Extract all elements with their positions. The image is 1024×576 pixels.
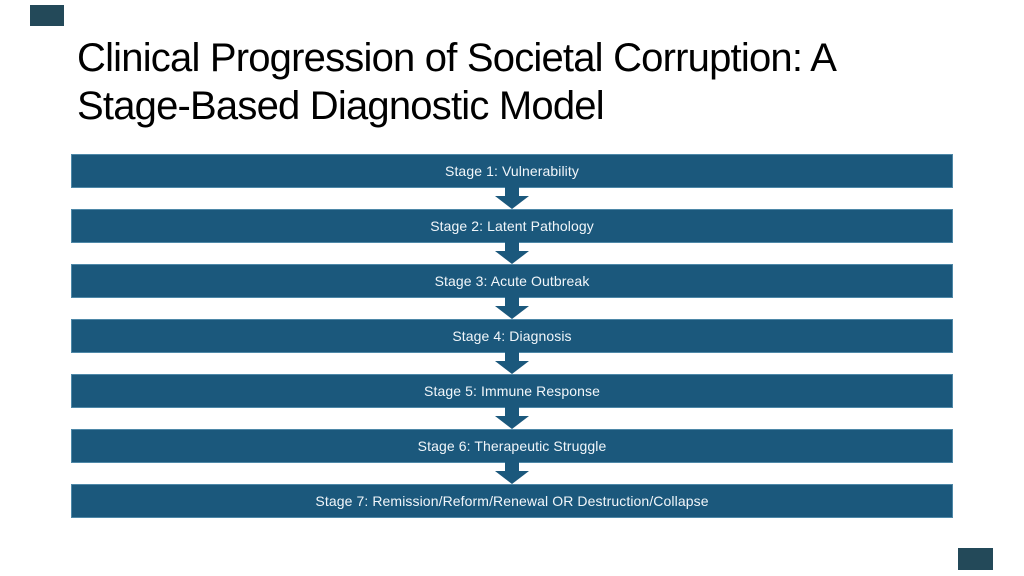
down-arrow-icon	[495, 407, 529, 429]
slide-title-line-2: Stage-Based Diagnostic Model	[77, 84, 605, 128]
stage-row: Stage 5: Immune Response	[71, 374, 953, 429]
stage-bar-label: Stage 7: Remission/Reform/Renewal OR Des…	[315, 493, 709, 509]
stage-bar-7: Stage 7: Remission/Reform/Renewal OR Des…	[71, 484, 953, 518]
down-arrow-icon	[495, 242, 529, 264]
stage-bar-label: Stage 2: Latent Pathology	[430, 218, 594, 234]
stage-bar-3: Stage 3: Acute Outbreak	[71, 264, 953, 298]
slide-title: Clinical Progression of Societal Corrupt…	[77, 34, 987, 130]
stage-bar-label: Stage 5: Immune Response	[424, 383, 600, 399]
stage-row: Stage 4: Diagnosis	[71, 319, 953, 374]
stage-bar-label: Stage 1: Vulnerability	[445, 163, 579, 179]
stage-row: Stage 7: Remission/Reform/Renewal OR Des…	[71, 484, 953, 539]
stage-bar-label: Stage 4: Diagnosis	[452, 328, 572, 344]
stage-row: Stage 2: Latent Pathology	[71, 209, 953, 264]
stage-row: Stage 6: Therapeutic Struggle	[71, 429, 953, 484]
stage-bar-label: Stage 3: Acute Outbreak	[434, 273, 590, 289]
stage-bar-1: Stage 1: Vulnerability	[71, 154, 953, 188]
down-arrow-icon	[495, 352, 529, 374]
slide-title-line-1: Clinical Progression of Societal Corrupt…	[77, 36, 837, 80]
stage-bar-label: Stage 6: Therapeutic Struggle	[417, 438, 607, 454]
corner-accent-top-left	[30, 5, 64, 26]
stage-bar-6: Stage 6: Therapeutic Struggle	[71, 429, 953, 463]
down-arrow-icon	[495, 297, 529, 319]
stage-row: Stage 3: Acute Outbreak	[71, 264, 953, 319]
stage-bar-2: Stage 2: Latent Pathology	[71, 209, 953, 243]
down-arrow-icon	[495, 187, 529, 209]
down-arrow-icon	[495, 462, 529, 484]
stage-bar-4: Stage 4: Diagnosis	[71, 319, 953, 353]
stage-row: Stage 1: Vulnerability	[71, 154, 953, 209]
stage-bar-5: Stage 5: Immune Response	[71, 374, 953, 408]
corner-accent-bottom-right	[958, 548, 993, 570]
stage-flow-diagram: Stage 1: Vulnerability Stage 2: Latent P…	[71, 154, 953, 539]
